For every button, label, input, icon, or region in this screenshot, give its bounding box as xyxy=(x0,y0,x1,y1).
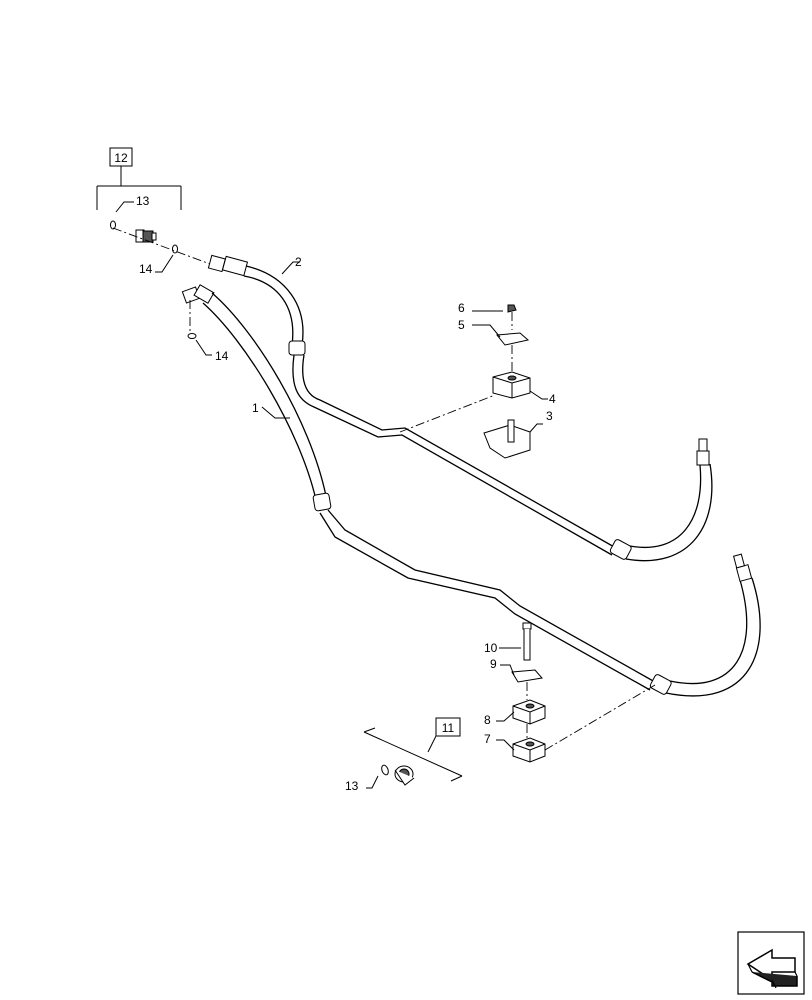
callout-4: 4 xyxy=(549,392,556,406)
leader-13-b xyxy=(366,775,379,789)
callout-7: 7 xyxy=(484,732,491,746)
callout-14-a: 14 xyxy=(139,262,153,276)
kit-11-box xyxy=(435,717,461,737)
callout-6: 6 xyxy=(458,301,465,315)
clamp-assembly-lower: 10 9 8 7 xyxy=(484,622,546,763)
callout-11: 11 xyxy=(442,721,455,735)
callout-8: 8 xyxy=(484,713,491,727)
centerline-13-a xyxy=(112,227,211,265)
kit-11-group: 11 13 xyxy=(345,717,463,793)
callout-13-a: 13 xyxy=(136,194,150,208)
centerline-clamp-upper xyxy=(399,394,496,433)
callout-10: 10 xyxy=(484,641,498,655)
leader-14-a xyxy=(155,254,174,273)
o-ring-13-a xyxy=(110,220,116,230)
kit-12-bracket xyxy=(96,166,182,210)
callout-13-b: 13 xyxy=(345,779,359,793)
callout-3: 3 xyxy=(546,409,553,423)
callout-14-b: 14 xyxy=(215,349,229,363)
adapter-fitting xyxy=(135,229,157,243)
callout-12: 12 xyxy=(114,151,128,165)
leader-13-a xyxy=(115,201,134,213)
callout-5: 5 xyxy=(458,318,465,332)
callout-2: 2 xyxy=(295,255,302,269)
o-ring-13-b xyxy=(381,764,389,776)
hose-2 xyxy=(207,254,713,562)
kit-11-bracket xyxy=(363,727,463,782)
kit-12-group: 12 13 14 xyxy=(96,147,211,276)
callout-1: 1 xyxy=(252,401,259,415)
centerline-clamp-lower xyxy=(544,684,656,751)
hose-1 xyxy=(181,284,761,697)
plug-fitting xyxy=(394,765,415,786)
next-page-arrow-icon[interactable] xyxy=(737,931,805,995)
o-ring-14-b xyxy=(187,333,197,339)
leader-14-b xyxy=(195,339,212,356)
callout-9: 9 xyxy=(490,657,497,671)
clamp-assembly-upper: 6 5 4 3 xyxy=(458,301,556,459)
